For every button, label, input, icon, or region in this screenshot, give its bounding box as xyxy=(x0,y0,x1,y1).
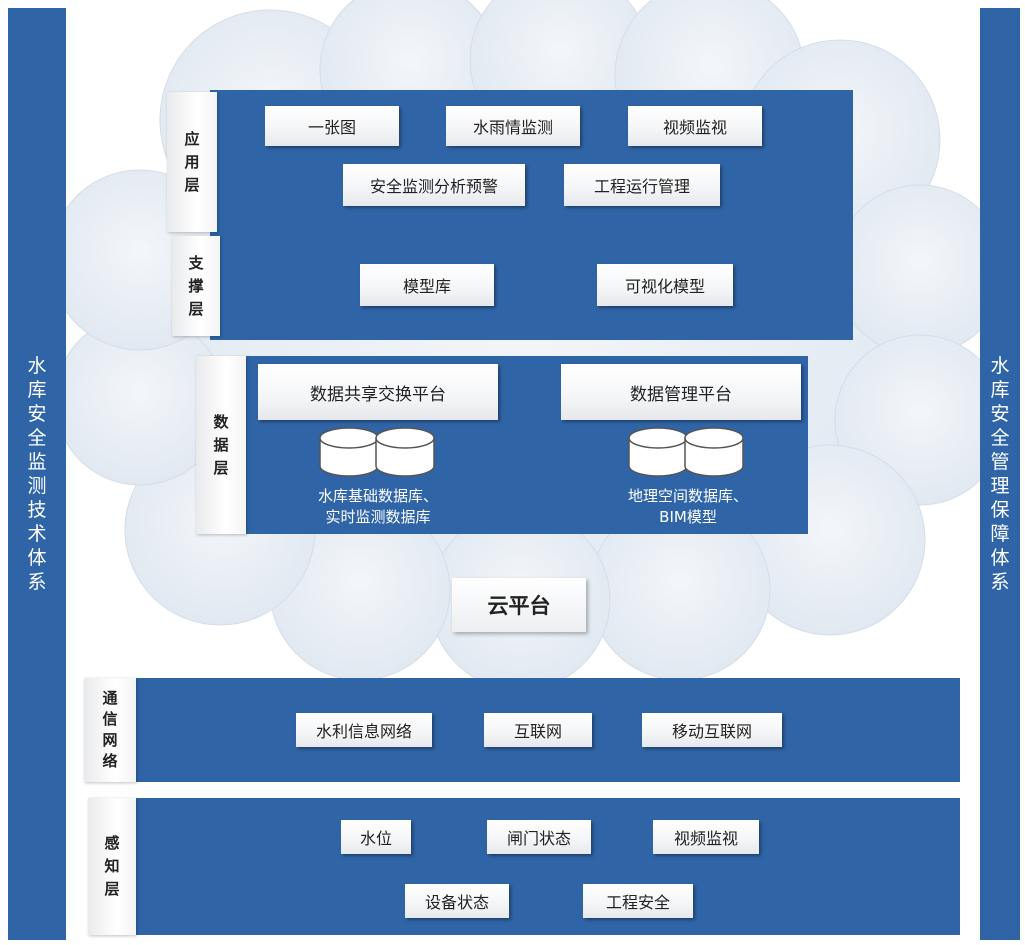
network-item-internet[interactable]: 互联网 xyxy=(484,713,592,747)
perception-item-equipment-status[interactable]: 设备状态 xyxy=(405,884,509,918)
app-item-one-map[interactable]: 一张图 xyxy=(265,106,399,146)
data-layer-label: 数据层 xyxy=(196,356,246,534)
data-management-platform[interactable]: 数据管理平台 xyxy=(561,364,801,420)
database-caption-left-line2: 实时监测数据库 xyxy=(325,508,431,526)
support-item-model-library[interactable]: 模型库 xyxy=(360,264,494,306)
right-system-bar: 水库安全管理保障体系 xyxy=(980,8,1020,940)
network-layer-label: 通信网络 xyxy=(84,678,136,782)
data-sharing-platform[interactable]: 数据共享交换平台 xyxy=(258,364,498,420)
cloud-platform-label: 云平台 xyxy=(452,578,586,632)
app-item-water-rain-monitoring[interactable]: 水雨情监测 xyxy=(446,106,580,146)
network-item-water-network[interactable]: 水利信息网络 xyxy=(296,713,432,747)
app-item-video-monitoring[interactable]: 视频监视 xyxy=(628,106,762,146)
perception-item-gate-status[interactable]: 闸门状态 xyxy=(487,820,591,854)
database-caption-right-line2: BIM模型 xyxy=(659,508,717,526)
perception-layer-label: 感知层 xyxy=(88,798,136,935)
database-caption-left: 水库基础数据库、 实时监测数据库 xyxy=(268,486,488,528)
database-caption-right-line1: 地理空间数据库、 xyxy=(627,487,748,505)
database-caption-right: 地理空间数据库、 BIM模型 xyxy=(578,486,798,528)
perception-item-water-level[interactable]: 水位 xyxy=(341,820,411,854)
left-system-bar: 水库安全监测技术体系 xyxy=(8,8,66,940)
database-caption-left-line1: 水库基础数据库、 xyxy=(317,487,438,505)
database-icon-left xyxy=(319,427,435,477)
support-layer-label: 支撑层 xyxy=(172,236,220,336)
perception-item-video-monitoring[interactable]: 视频监视 xyxy=(653,820,759,854)
left-system-label: 水库安全监测技术体系 xyxy=(27,355,47,593)
perception-item-engineering-safety[interactable]: 工程安全 xyxy=(583,884,693,918)
perception-layer-panel xyxy=(130,798,960,935)
application-layer-label: 应用层 xyxy=(167,92,217,232)
database-icon-right xyxy=(628,427,744,477)
app-item-safety-warning[interactable]: 安全监测分析预警 xyxy=(343,164,525,206)
app-item-operation-management[interactable]: 工程运行管理 xyxy=(564,164,720,206)
right-system-label: 水库安全管理保障体系 xyxy=(990,355,1010,593)
support-item-visual-model[interactable]: 可视化模型 xyxy=(597,264,733,306)
network-item-mobile-internet[interactable]: 移动互联网 xyxy=(642,713,782,747)
